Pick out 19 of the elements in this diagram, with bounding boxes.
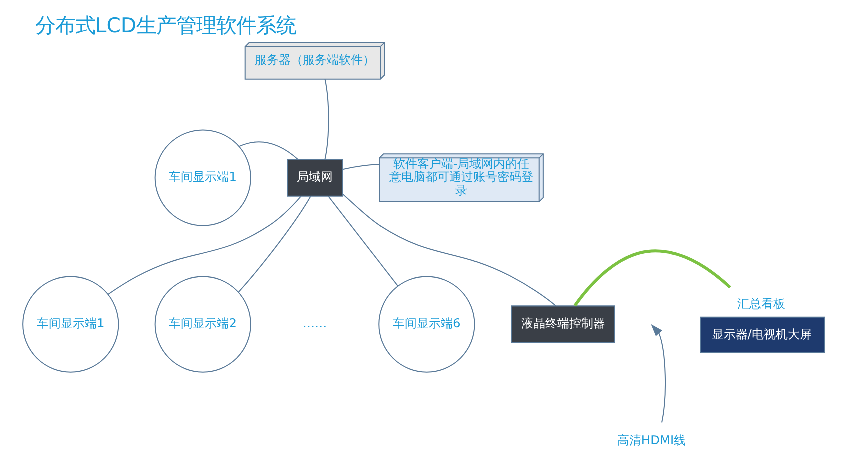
diagram-title: 分布式LCD生产管理软件系统	[35, 14, 297, 38]
connector	[239, 142, 299, 160]
node-circle: 车间显示端1	[154, 130, 252, 226]
node-label: 汇总看板	[738, 296, 786, 311]
node-circle: 车间显示端2	[154, 276, 252, 373]
connector	[328, 196, 399, 287]
node-circle: 车间显示端6	[378, 276, 476, 373]
label: ……	[302, 316, 328, 331]
node-box: 液晶终端控制器	[511, 306, 616, 344]
connector	[238, 196, 312, 293]
arrow	[651, 324, 666, 423]
connector	[342, 194, 556, 307]
connector	[574, 250, 732, 307]
connector	[342, 164, 380, 170]
connector	[108, 196, 302, 295]
connector	[324, 79, 330, 160]
node-box: 局域网	[287, 159, 344, 197]
node-text: 高清HDMI线	[617, 434, 686, 448]
node-circle: 车间显示端1	[22, 276, 120, 373]
